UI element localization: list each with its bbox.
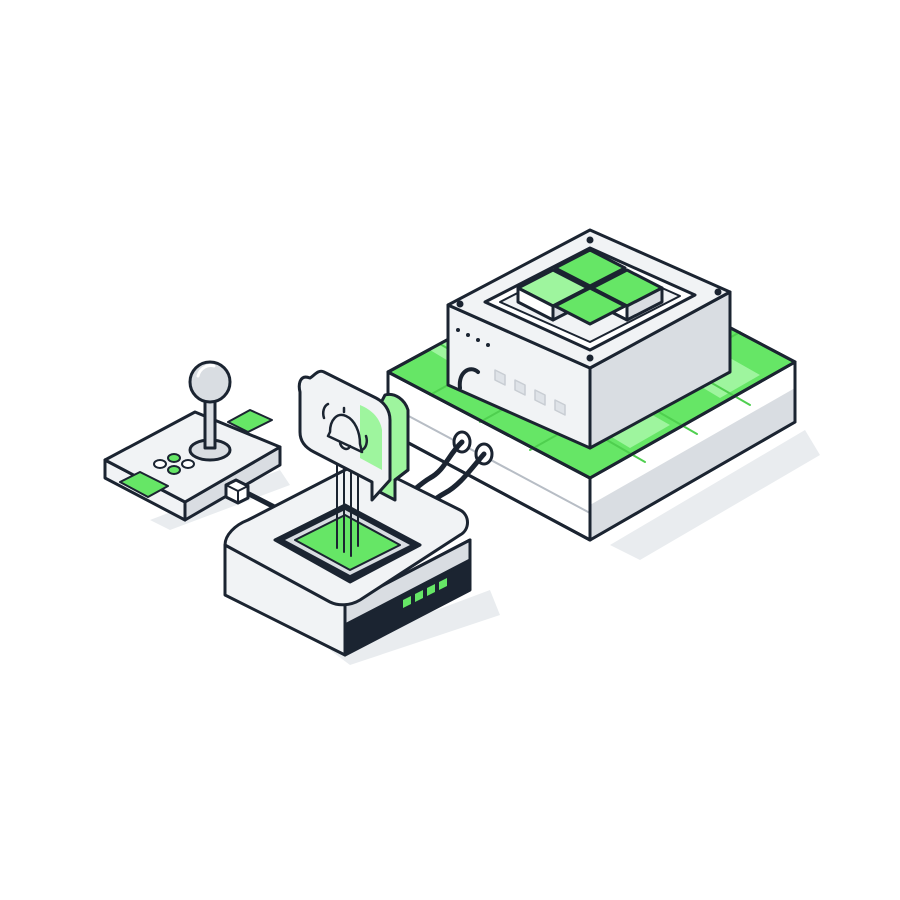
- signal-beam: [336, 464, 359, 557]
- status-lights: [403, 578, 447, 608]
- drive-bays: [494, 369, 566, 416]
- bell-ringing-icon: [321, 402, 369, 454]
- vent-dots: [456, 328, 490, 347]
- server-module: [446, 228, 732, 450]
- notification-bell-bubble: [297, 369, 410, 502]
- hub-device: [223, 464, 472, 657]
- controller-buttons: [153, 453, 195, 475]
- bolt-icons: [456, 236, 722, 362]
- server-tiles: [516, 248, 664, 326]
- arcade-joystick-controller: [103, 360, 282, 522]
